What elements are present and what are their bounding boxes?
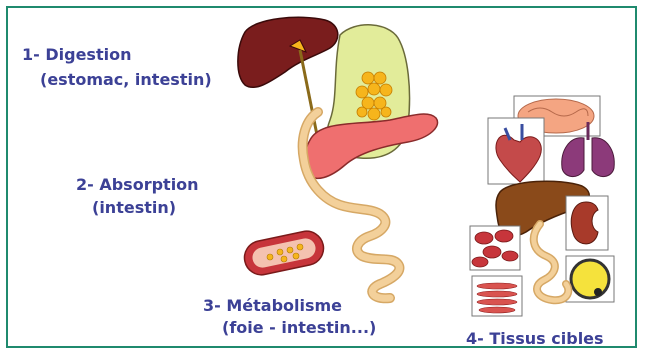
pancreas-icon (304, 114, 437, 178)
heart-icon (488, 118, 544, 184)
muscle-icon (472, 276, 522, 316)
fat-cell-icon (566, 256, 614, 302)
kidney-icon (566, 196, 608, 250)
red-blood-cells-icon (470, 226, 520, 270)
liver-icon (238, 17, 338, 140)
blood-vessel-icon (241, 228, 326, 278)
